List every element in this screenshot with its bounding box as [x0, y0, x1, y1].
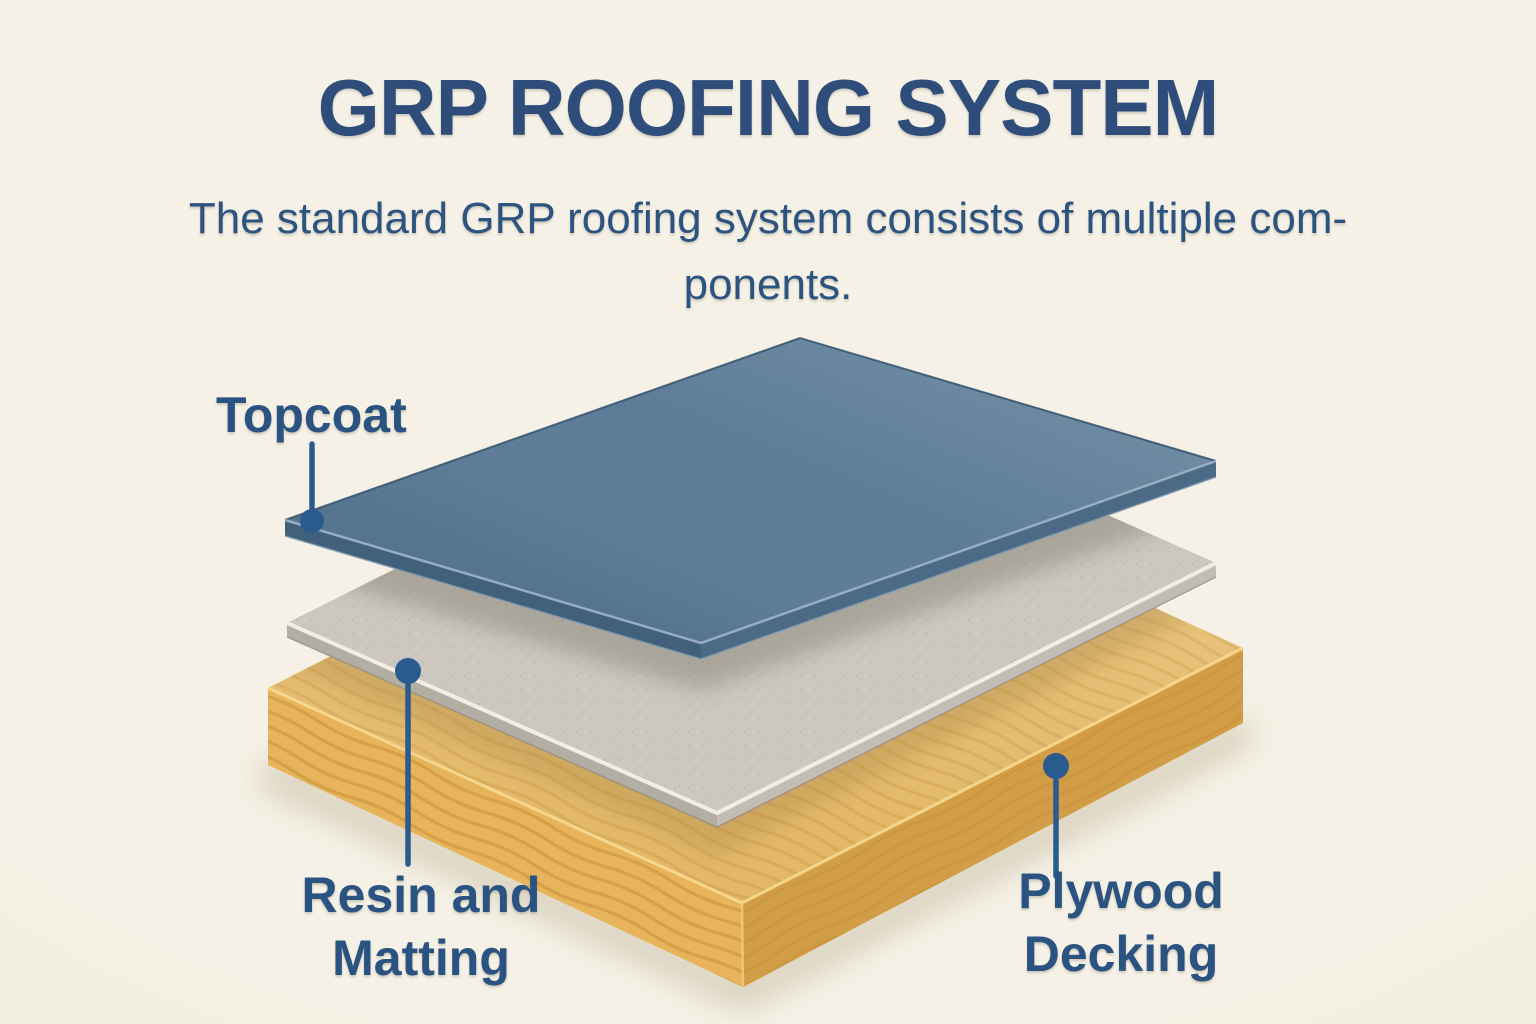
ground-shadow [256, 718, 1254, 1008]
plywood-leader-dot [1043, 753, 1069, 779]
plywood-front-grain [268, 688, 743, 987]
plywood-corner-highlight [740, 902, 745, 988]
topcoat-left-edge [285, 520, 701, 659]
resin-left-edge [287, 623, 717, 827]
topcoat-layer [284, 336, 1217, 660]
topcoat-shading [285, 338, 1216, 643]
resin-leader-dot [395, 658, 421, 684]
page-subtitle: The standard GRP roofing system consists… [188, 194, 1348, 309]
resin-right-edge [717, 563, 1216, 827]
resin-matting-label: Resin and Matting [301, 867, 541, 986]
resin-bottom-edge-line [286, 576, 1217, 828]
page-title: GRP ROOFING SYSTEM [317, 63, 1220, 152]
topcoat-bottom-edge-line [284, 476, 1217, 660]
topcoat-back-edge-line [284, 336, 1217, 521]
leaders [300, 441, 1069, 879]
topcoat-top-edge-highlight [284, 459, 1217, 645]
resin-top-edge-highlight [286, 561, 1217, 816]
topcoat-leader-dot [300, 509, 324, 533]
plywood-decking-label: Plywood Decking [1018, 863, 1224, 982]
topcoat-right-edge [701, 461, 1216, 659]
topcoat-label: Topcoat [216, 387, 407, 443]
plywood-side-grain [742, 648, 1243, 987]
